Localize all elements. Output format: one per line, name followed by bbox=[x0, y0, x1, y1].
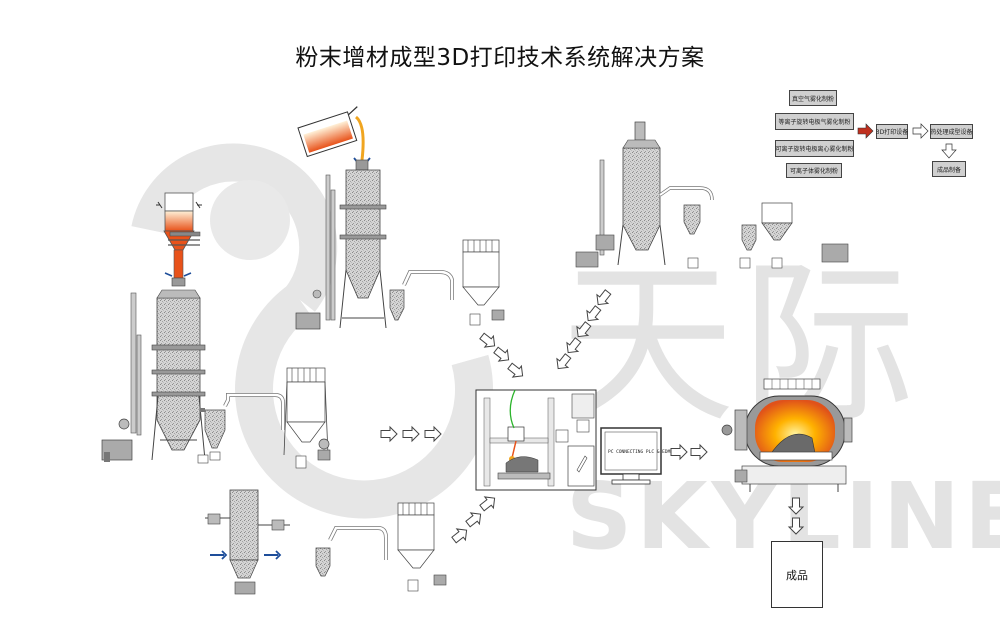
method-box-2: 等离子旋转电极气雾化制粉 bbox=[775, 113, 854, 130]
watermark-logo bbox=[131, 143, 493, 519]
method-box-3: 可离子旋转电极离心雾化制粉 bbox=[775, 140, 854, 157]
rotating-electrode-system bbox=[575, 121, 849, 269]
finished-product-box: 成品 bbox=[771, 541, 823, 608]
monitor-label: PC CONNECTING PLC & EDM bbox=[608, 449, 671, 455]
control-monitor: PC CONNECTING PLC & EDM bbox=[600, 427, 671, 485]
method-box-1: 真空气雾化制粉 bbox=[789, 90, 837, 106]
heat-treatment-furnace bbox=[721, 378, 853, 492]
plasma-atomizer-system bbox=[205, 489, 447, 595]
3d-printer bbox=[475, 389, 597, 491]
method-box-4: 可离子体雾化制粉 bbox=[786, 163, 842, 178]
post-process-box: 热处理成型设备 bbox=[930, 124, 973, 139]
pour-atomizer-system bbox=[295, 106, 505, 330]
printer-box: 3D打印设备 bbox=[876, 124, 908, 139]
vacuum-atomizer-system bbox=[101, 192, 331, 469]
result-box: 成品制备 bbox=[932, 161, 966, 177]
page-title: 粉末增材成型3D打印技术系统解决方案 bbox=[295, 45, 705, 71]
flow-arrows bbox=[380, 123, 957, 547]
